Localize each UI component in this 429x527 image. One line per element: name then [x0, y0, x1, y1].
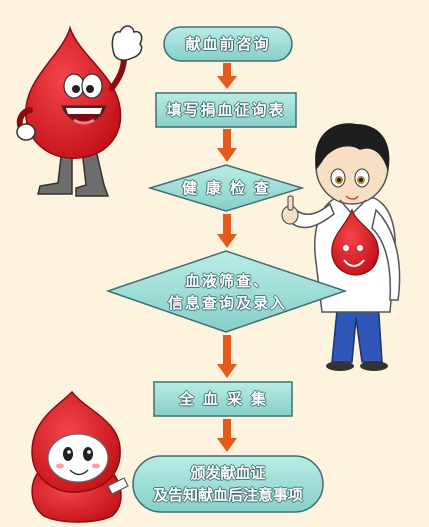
step-5-shape: [153, 381, 293, 417]
step-2-shape: [155, 92, 297, 128]
hooded-blood-drop-kid-illustration: [31, 390, 129, 523]
arrow-down-icon: [217, 214, 237, 248]
flow-arrows: [217, 63, 237, 452]
waving-blood-drop-mascot-illustration: [16, 25, 143, 197]
step-3-shape: [147, 164, 305, 212]
arrow-down-icon: [217, 335, 237, 378]
step-6-shape: [132, 455, 324, 513]
arrow-down-icon: [217, 129, 237, 162]
step-4-shape: [105, 250, 348, 333]
doctor-with-blood-drop-illustration: [281, 123, 401, 371]
arrow-down-icon: [217, 63, 237, 89]
step-1-shape: [163, 26, 293, 62]
arrow-down-icon: [217, 419, 237, 452]
